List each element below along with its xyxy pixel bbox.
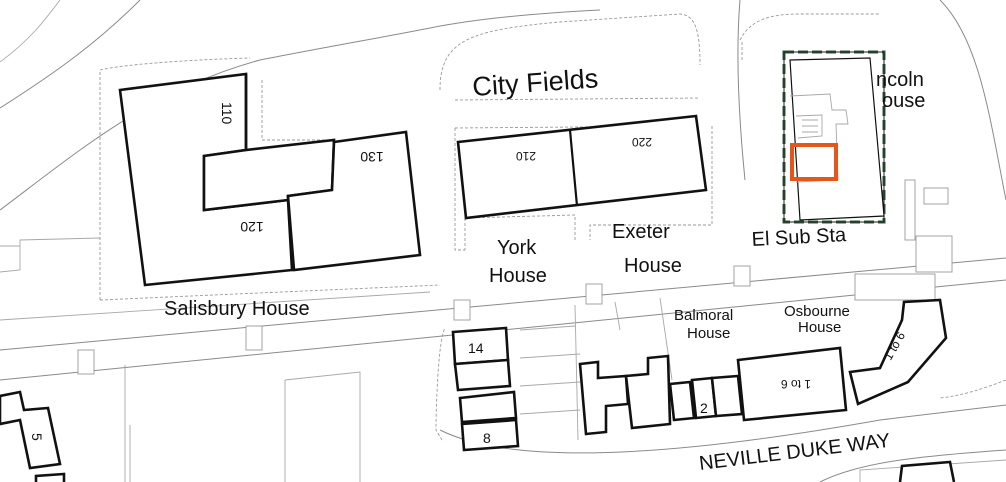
salisbury-plot-boundary: [261, 80, 330, 141]
york-plot-boundary: [464, 214, 576, 250]
kiosk: [923, 187, 949, 205]
kiosk: [453, 299, 471, 321]
street-label-neville-duke-way: NEVILLE DUKE WAY: [698, 430, 892, 475]
place-label-exeter-house-line1: Exeter: [612, 221, 670, 243]
kiosk: [77, 349, 95, 375]
kiosk: [585, 283, 603, 305]
kiosk: [733, 265, 751, 287]
building-210-220[interactable]: [456, 114, 708, 220]
lincoln-house-inner-outline: [783, 51, 885, 223]
building-block-b[interactable]: [624, 354, 672, 430]
lincoln-plot-boundary: [739, 13, 880, 41]
building-number-210: 210: [516, 149, 536, 163]
plot-line: [614, 301, 621, 331]
building-number-220: 220: [632, 135, 652, 149]
road-edge: [0, 0, 61, 63]
building-number-110: 110: [219, 102, 235, 125]
york-plot-boundary: [454, 125, 701, 129]
plot-line: [859, 459, 1006, 482]
york-exeter-building[interactable]: [456, 114, 708, 220]
place-label-osbourne-house-line1: Osbourne: [784, 303, 850, 320]
salisbury-plot-boundary: [99, 284, 441, 301]
building-block-d[interactable]: [710, 374, 744, 418]
place-label-balmoral-house-line2: House: [687, 325, 730, 342]
road-edge: [939, 0, 1006, 201]
dashed-boundaries: [99, 13, 1006, 441]
building-1-to-6-right[interactable]: [848, 298, 948, 406]
place-label-york-house-line2: House: [489, 265, 547, 287]
place-label-salisbury-house: Salisbury House: [164, 298, 310, 320]
plot-line: [519, 325, 576, 331]
plot-line: [519, 353, 581, 359]
plot-line: [19, 237, 101, 246]
road-edge: [0, 0, 141, 109]
lincoln-house-body: [789, 57, 885, 221]
city-fields-boundary: [439, 13, 701, 91]
road-edge: [429, 9, 601, 29]
building-number-8: 8: [483, 430, 491, 446]
lincoln-house-stairs: [802, 119, 818, 133]
building-5[interactable]: [0, 390, 62, 470]
plot-line: [0, 245, 21, 273]
street-kiosks: [77, 179, 953, 375]
plot-line: [659, 297, 673, 381]
building-130[interactable]: [286, 130, 422, 272]
building-number-2: 2: [700, 400, 708, 416]
building-number-5: 5: [29, 433, 45, 441]
place-label-balmoral-house-line1: Balmoral: [674, 307, 733, 324]
building-8-upper[interactable]: [458, 390, 518, 424]
building-8[interactable]: [460, 418, 520, 452]
road-edge: [0, 257, 1006, 351]
exeter-plot-boundary: [589, 126, 713, 240]
kiosk: [245, 325, 263, 351]
building-block-a[interactable]: [578, 360, 630, 436]
building-edge: [898, 460, 956, 482]
building-divider: [568, 129, 579, 207]
salisbury-house-building[interactable]: [118, 72, 422, 287]
highlighted-site[interactable]: [790, 143, 838, 181]
building-14-lower[interactable]: [453, 358, 512, 392]
lower-plot-boundary: [435, 327, 446, 441]
city-fields-boundary: [454, 97, 701, 101]
road-edge: [0, 27, 431, 211]
salisbury-plot-boundary: [99, 57, 251, 300]
plot-line: [284, 371, 361, 482]
lower-buildings[interactable]: [0, 298, 956, 482]
york-plot-boundary: [454, 128, 465, 251]
place-label-el-sub-sta: El Sub Sta: [751, 224, 847, 251]
place-label-york-house-line1: York: [497, 237, 537, 259]
plot-line: [574, 304, 579, 441]
building-number-130: 130: [360, 149, 384, 165]
lower-plot-boundary: [939, 379, 1006, 399]
building-edge: [34, 472, 66, 482]
building-number-1-to-6-a: 1 to 6: [781, 377, 811, 391]
kiosk: [915, 235, 953, 273]
building-number-120: 120: [240, 219, 264, 235]
place-label-exeter-house-line2: House: [624, 255, 682, 277]
place-label-city-fields: City Fields: [471, 63, 599, 102]
lincoln-house-stairs: [795, 114, 823, 139]
building-block-c[interactable]: [668, 380, 696, 422]
kiosk: [854, 273, 936, 301]
road-edge: [737, 0, 746, 181]
kiosk: [904, 179, 916, 241]
place-label-lincoln-house-line1: ncoln: [876, 69, 924, 91]
osbourne-house-building[interactable]: [736, 346, 848, 422]
lincoln-house-building[interactable]: [782, 50, 886, 224]
building-number-14: 14: [468, 340, 484, 356]
plot-line: [519, 409, 581, 415]
road-edge: [819, 449, 1006, 482]
place-label-lincoln-house-line2: ouse: [882, 90, 925, 112]
place-label-osbourne-house-line2: House: [798, 319, 841, 336]
road-edge: [0, 291, 431, 321]
plot-line: [519, 381, 581, 387]
